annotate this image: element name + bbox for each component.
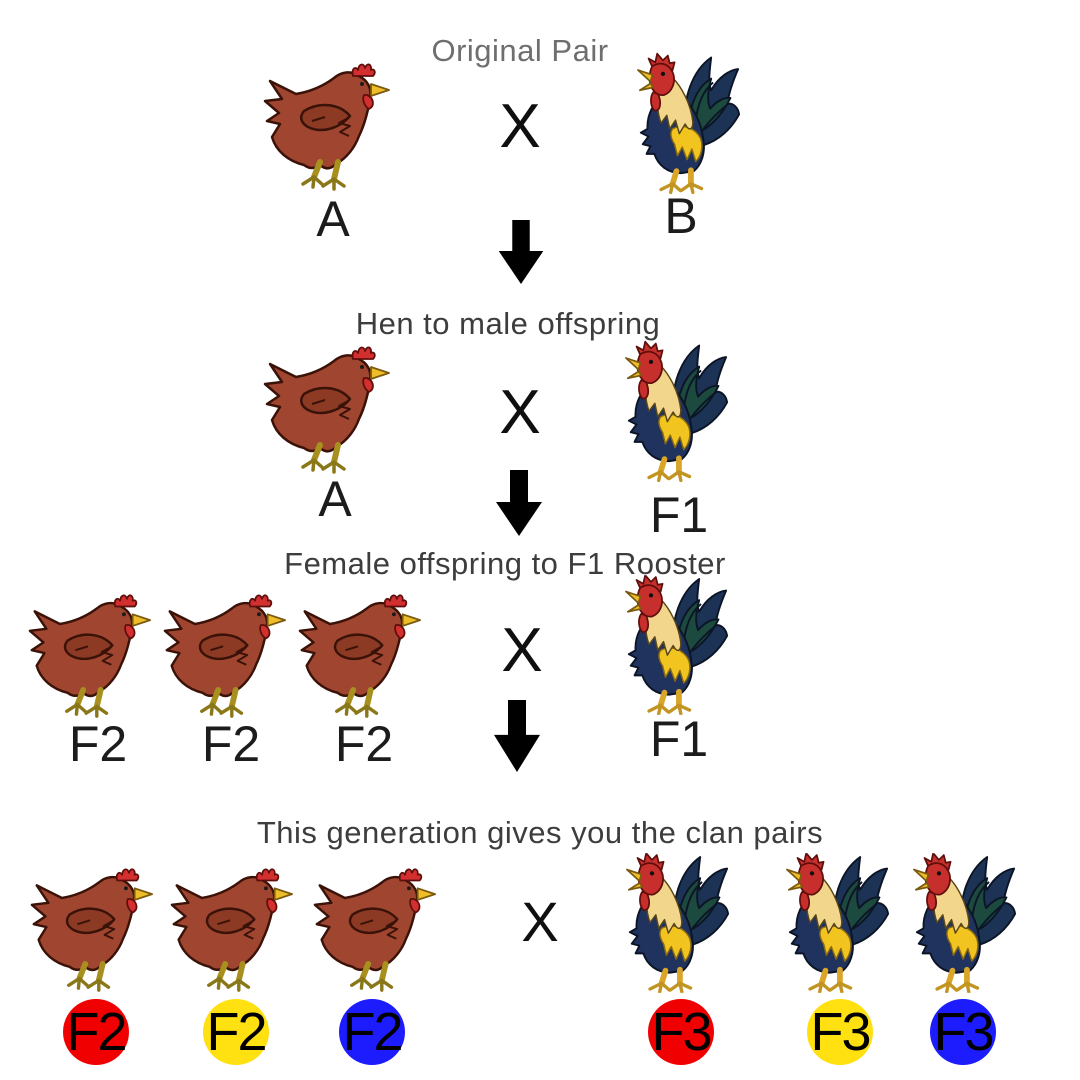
hen-image: [167, 866, 297, 994]
clan-badge-f3-red: F3: [648, 999, 714, 1065]
down-arrow-icon: [496, 470, 542, 536]
hen-image: [295, 592, 425, 720]
hen-image: [310, 866, 440, 994]
hen-image: [25, 592, 155, 720]
rooster-image: [624, 574, 730, 716]
step2-hen-label: A: [318, 471, 352, 527]
cross-symbol: X: [521, 890, 559, 953]
step2-rooster-label: F1: [649, 487, 709, 543]
cross-symbol: X: [499, 378, 541, 447]
clan-badge-f3-yellow: F3: [807, 999, 873, 1065]
step2-title: Hen to male offspring: [355, 306, 661, 341]
step3-rooster-label: F1: [649, 711, 709, 767]
hen-image: [262, 344, 392, 476]
cross-symbol: X: [499, 92, 541, 161]
rooster-image: [625, 851, 731, 995]
step1-title: Original Pair: [431, 33, 609, 68]
down-arrow-icon: [498, 220, 544, 284]
rooster-image: [636, 51, 742, 196]
hen-image: [262, 61, 392, 193]
step3-hen-label: F2: [201, 716, 261, 772]
step3-title: Female offspring to F1 Rooster: [284, 546, 726, 581]
rooster-image: [785, 851, 891, 995]
clan-badge-f2-yellow: F2: [203, 999, 269, 1065]
cross-symbol: X: [501, 616, 543, 685]
clan-badge-f2-blue: F2: [339, 999, 405, 1065]
hen-image: [160, 592, 290, 720]
step3-hen-label: F2: [334, 716, 394, 772]
hen-image: [27, 866, 157, 994]
clan-badge-f3-blue: F3: [930, 999, 996, 1065]
step1-rooster-label: B: [664, 188, 698, 244]
step3-hen-label: F2: [68, 716, 128, 772]
step4-title: This generation gives you the clan pairs: [256, 815, 824, 850]
rooster-image: [624, 339, 730, 484]
clan-badge-f2-red: F2: [63, 999, 129, 1065]
rooster-image: [912, 851, 1018, 995]
step1-hen-label: A: [316, 191, 350, 247]
down-arrow-icon: [494, 700, 540, 772]
